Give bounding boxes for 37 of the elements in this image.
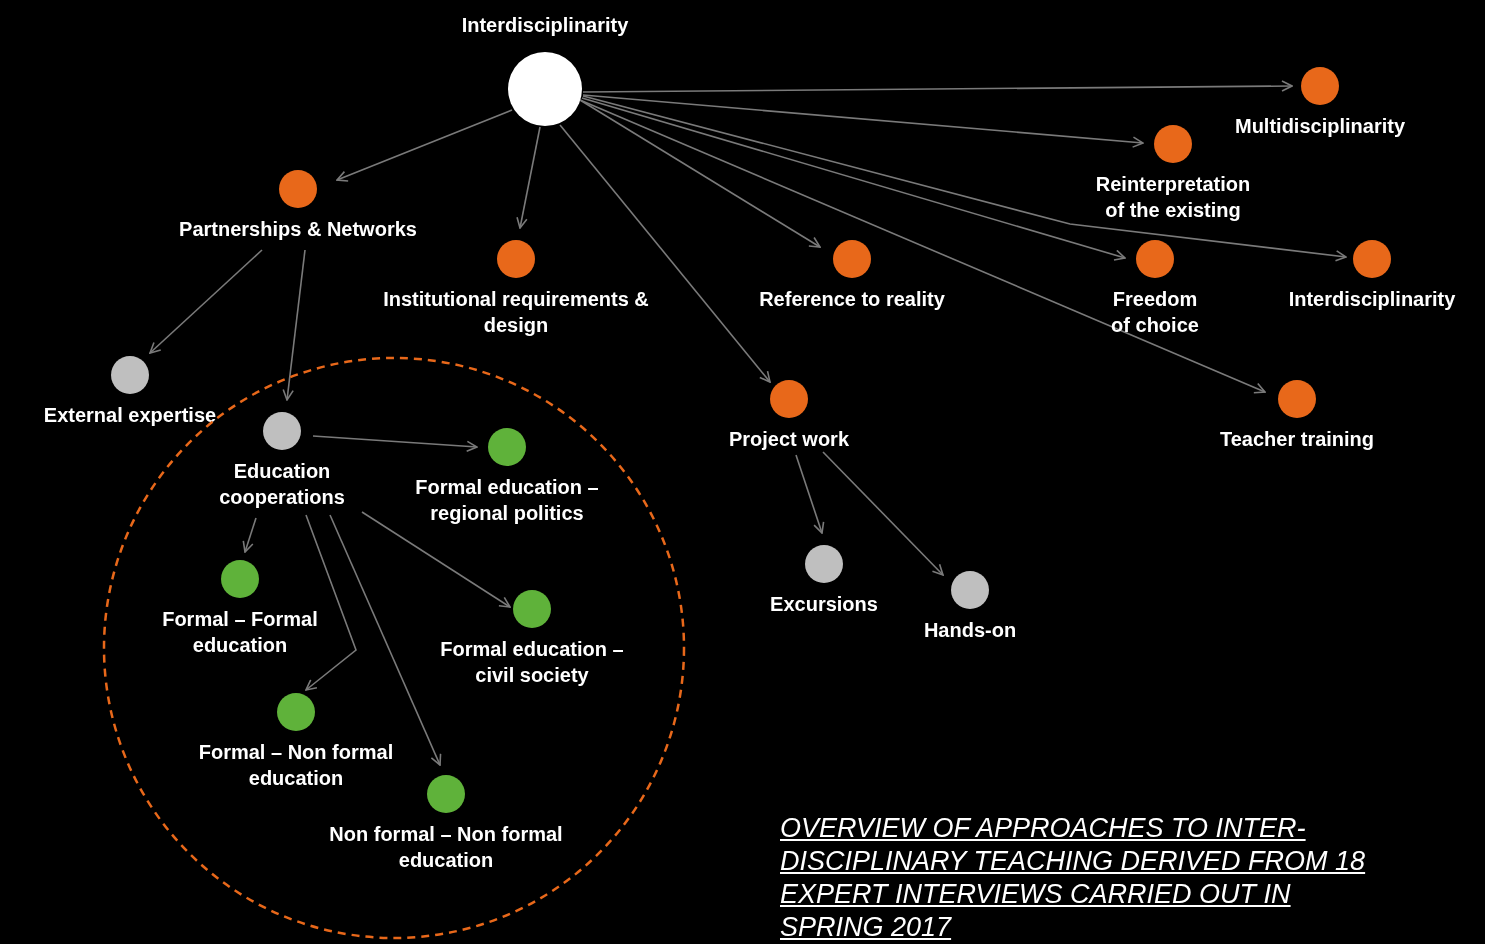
node-label: Teacher training	[1218, 427, 1376, 452]
arrow	[312, 435, 478, 453]
arrow	[149, 249, 263, 354]
node-label: Formal – Non formal education	[197, 740, 395, 791]
node-label: Formal education – regional politics	[414, 475, 600, 526]
arrow	[581, 97, 1126, 261]
node-label: Excursions	[769, 592, 879, 617]
arrow	[822, 451, 944, 576]
arrow	[305, 514, 357, 691]
caption: OVERVIEW OF APPROACHES TO INTER- DISCIPLINARY TEACHING DERIVED FROM 18 EXPERT INTERVIEWS CARRIED OUT IN SPRING 2017	[780, 812, 1367, 944]
node-label: External expertise	[42, 403, 218, 428]
node-label: Project work	[727, 427, 850, 452]
arrow	[516, 126, 541, 229]
node-label: Interdisciplinarity	[1287, 287, 1457, 312]
node-label: Formal – Formal education	[161, 607, 319, 658]
node-label: Hands-on	[922, 618, 1018, 643]
node-label: Formal education – civil society	[439, 637, 625, 688]
arrow	[336, 109, 513, 182]
arrow	[282, 249, 306, 401]
arrow	[582, 95, 1347, 262]
arrow	[361, 511, 511, 608]
node-label: Interdisciplinarity	[460, 13, 630, 38]
node-label: Reference to reality	[758, 287, 946, 312]
node-label: Multidisciplinarity	[1234, 114, 1406, 139]
arrow	[329, 514, 442, 766]
node-label: Freedom of choice	[1110, 287, 1200, 338]
arrow	[582, 80, 1293, 93]
arrow	[559, 124, 771, 383]
arrow	[582, 94, 1144, 148]
node-label: Institutional requirements & design	[382, 287, 650, 338]
node-label: Non formal – Non formal education	[328, 822, 564, 873]
node-label: Reinterpretation of the existing	[1094, 172, 1252, 223]
node-label: Education cooperations	[218, 459, 346, 510]
node-label: Partnerships & Networks	[178, 217, 418, 242]
arrow	[579, 99, 1266, 394]
arrow	[242, 517, 257, 553]
arrow	[795, 454, 825, 534]
